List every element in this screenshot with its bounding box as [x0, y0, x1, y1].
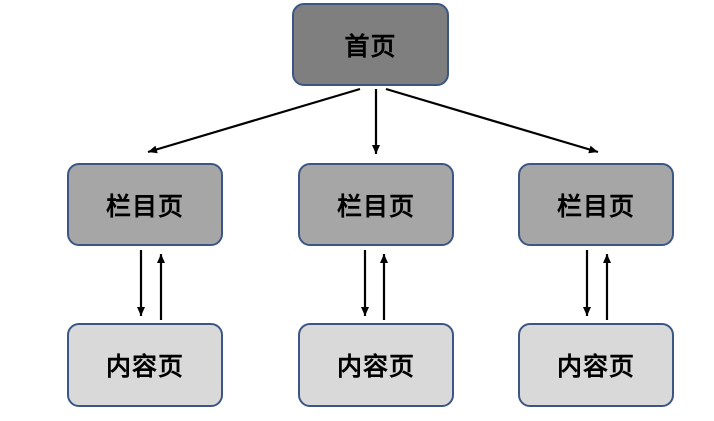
content-node-label: 内容页 — [556, 352, 635, 381]
content-node-3: 内容页 — [518, 323, 674, 407]
column-node-label: 栏目页 — [105, 191, 184, 221]
column-node-1: 栏目页 — [67, 163, 223, 246]
arrow-home-to-column-1 — [147, 87, 361, 154]
column-node-label: 栏目页 — [336, 191, 415, 221]
column-node-label: 栏目页 — [556, 191, 635, 221]
arrow-home-to-column-3 — [385, 87, 599, 154]
content-node-label: 内容页 — [105, 352, 184, 381]
content-node-2: 内容页 — [298, 323, 454, 407]
content-node-label: 内容页 — [336, 352, 415, 381]
home-node: 首页 — [292, 3, 449, 86]
column-node-3: 栏目页 — [518, 163, 674, 246]
column-node-2: 栏目页 — [298, 163, 454, 246]
home-node-label: 首页 — [344, 31, 397, 61]
content-node-1: 内容页 — [67, 323, 223, 407]
